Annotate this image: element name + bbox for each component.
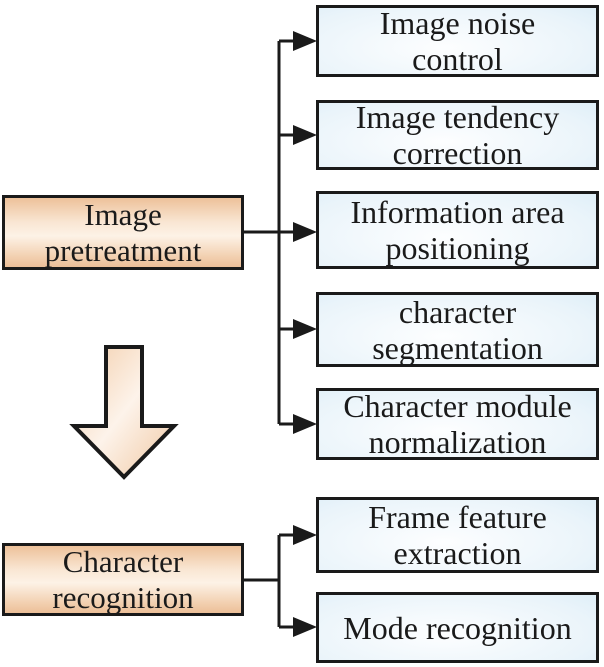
right-arrowhead-icon <box>293 414 317 434</box>
recognition-connectors <box>244 525 317 637</box>
step-box-character-segmentation: character segmentation <box>316 292 599 367</box>
right-arrowhead-icon <box>293 617 317 637</box>
step-box-mode-recognition: Mode recognition <box>316 592 599 663</box>
stage-box-image-pretreatment: Image pretreatment <box>2 195 244 270</box>
right-arrowhead-icon <box>293 222 317 242</box>
step-box-image-tendency-correction: Image tendency correction <box>316 99 599 171</box>
pretreatment-connectors <box>244 31 317 434</box>
step-box-character-module-normalization: Character module normalization <box>316 388 599 460</box>
right-arrowhead-icon <box>293 31 317 51</box>
stage-box-character-recognition: Character recognition <box>2 543 244 616</box>
step-box-information-area-positioning: Information area positioning <box>316 191 599 269</box>
down-arrow-icon <box>69 345 179 480</box>
right-arrowhead-icon <box>293 525 317 545</box>
step-box-frame-feature-extraction: Frame feature extraction <box>316 497 599 573</box>
right-arrowhead-icon <box>293 125 317 145</box>
right-arrowhead-icon <box>293 319 317 339</box>
step-box-image-noise-control: Image noise control <box>316 5 599 77</box>
